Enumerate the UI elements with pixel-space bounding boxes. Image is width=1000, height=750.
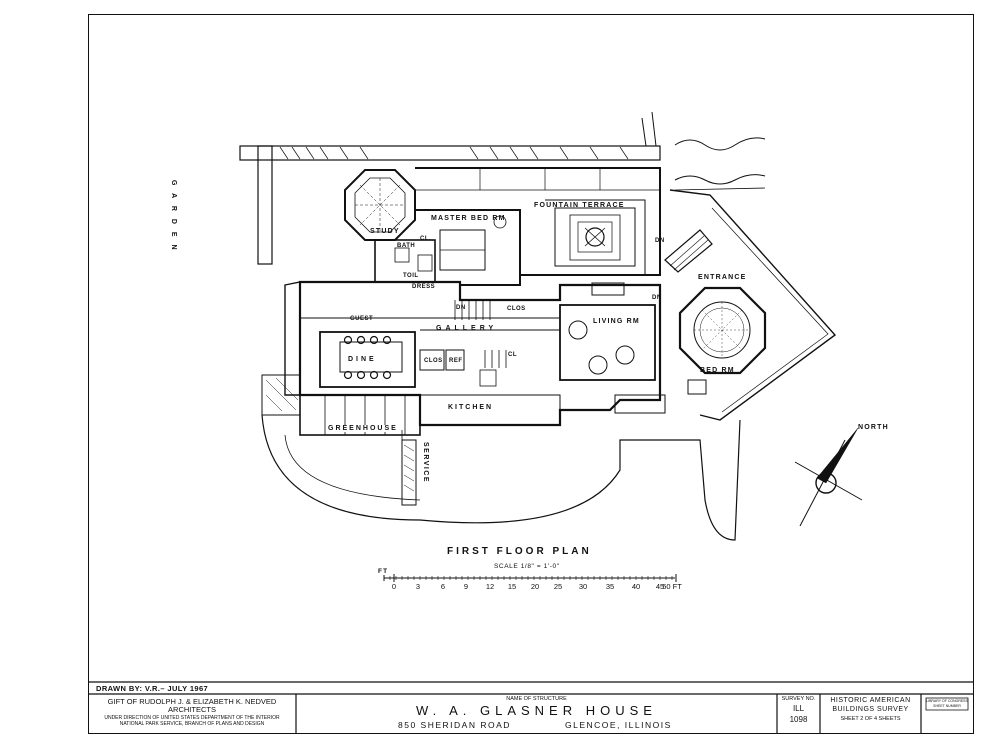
fountain-terrace-label: FOUNTAIN TERRACE [534, 202, 625, 209]
gift-line-1: GIFT OF RUDOLPH J. & ELIZABETH K. NEDVED [107, 697, 277, 706]
structure-name: W. A. GLASNER HOUSE [416, 703, 657, 718]
scale-tick-7: 25 [553, 582, 563, 591]
plan-title: FIRST FLOOR PLAN [447, 546, 592, 557]
closet-label-2: CLOS [507, 306, 526, 312]
garden-label: G A R D E N [170, 180, 177, 253]
scale-tick-3: 9 [463, 582, 469, 591]
entrance-label: ENTRANCE [698, 274, 747, 281]
scale-tick-10: 40 [631, 582, 641, 591]
structure-label: NAME OF STRUCTURE [506, 696, 567, 702]
master-bed-label: MASTER BED RM [431, 215, 506, 222]
survey-state: ILL [792, 704, 805, 713]
dine-label: DINE [348, 356, 377, 363]
down-label-3: DN [652, 295, 662, 301]
drawn-by: DRAWN BY: V.R.– JULY 1967 [96, 684, 209, 693]
bed-room-label: BED RM [700, 367, 735, 374]
scale-text: SCALE 1/8" = 1'-0" [494, 563, 560, 570]
habs-line-2: BUILDINGS SURVEY [832, 706, 909, 713]
sheet-info: SHEET 2 OF 4 SHEETS [840, 716, 901, 722]
direction-line-1: UNDER DIRECTION OF UNITED STATES DEPARTM… [104, 715, 280, 721]
guest-label: GUEST [350, 316, 374, 322]
scale-bar [383, 574, 677, 582]
survey-number: 1098 [789, 715, 808, 724]
scale-tick-6: 20 [530, 582, 540, 591]
greenhouse-label: GREENHOUSE [328, 425, 398, 432]
scale-tick-5: 15 [507, 582, 517, 591]
scale-tick-2: 6 [440, 582, 446, 591]
scale-ft-label: FT [378, 568, 389, 575]
refrigerator-label: REF [449, 358, 463, 364]
gallery-label: GALLERY [436, 325, 498, 332]
dress-label: DRESS [412, 284, 436, 290]
closet-label-1: CL. [420, 236, 432, 242]
address: 850 SHERIDAN ROAD [398, 720, 511, 730]
service-label: SERVICE [422, 442, 429, 484]
scale-tick-8: 30 [578, 582, 588, 591]
scale-tick-0: 0 [391, 582, 397, 591]
kitchen-label: KITCHEN [448, 404, 494, 411]
direction-line-2: NATIONAL PARK SERVICE, BRANCH OF PLANS A… [119, 721, 265, 727]
study-label: STUDY [370, 228, 400, 235]
scale-tick-11: 45 [655, 582, 665, 591]
living-room-label: LIVING RM [593, 318, 640, 325]
closet-label-4: CL [508, 352, 517, 358]
down-label-2: DN [655, 238, 665, 244]
scale-tick-1: 3 [415, 582, 421, 591]
toilet-label: TOIL [403, 273, 419, 279]
down-label-1: DN [456, 305, 466, 311]
loc-line-2: SHEET NUMBER [933, 704, 961, 708]
survey-label: SURVEY NO. [781, 696, 816, 702]
gift-line-2: ARCHITECTS [168, 705, 216, 714]
drawing-border [88, 14, 974, 734]
scale-tick-4: 12 [485, 582, 495, 591]
habs-line-1: HISTORIC AMERICAN [830, 697, 911, 704]
bath-label: BATH [397, 243, 416, 249]
loc-line-1: LIBRARY OF CONGRESS [926, 699, 968, 703]
scale-tick-9: 35 [605, 582, 615, 591]
north-label: NORTH [858, 424, 889, 431]
location: GLENCOE, ILLINOIS [565, 720, 672, 730]
closet-label-3: CLOS [424, 358, 443, 364]
scale-tick-12: 50 FT [662, 582, 682, 591]
